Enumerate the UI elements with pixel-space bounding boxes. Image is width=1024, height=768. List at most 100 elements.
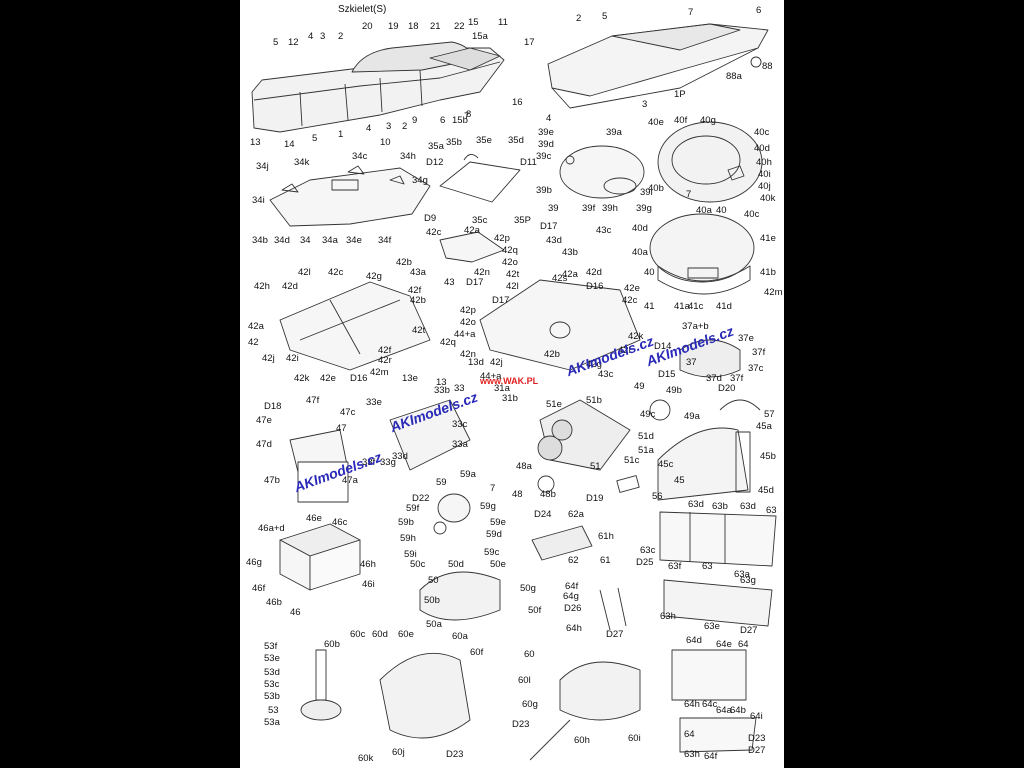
part-number-label: 64e (716, 639, 732, 650)
part-number-label: 42a (464, 225, 480, 236)
part-number-label: 33a (452, 439, 468, 450)
part-number-label: 43d (546, 235, 562, 246)
part-number-label: 53b (264, 691, 280, 702)
part-number-label: 43c (598, 369, 614, 380)
part-number-label: D11 (520, 157, 537, 168)
part-number-label: 8 (466, 109, 472, 120)
part-number-label: 22 (454, 21, 465, 32)
part-number-label: 7 (688, 7, 694, 18)
part-number-label: 40i (758, 169, 771, 180)
part-number-label: 42i (618, 345, 631, 356)
part-number-label: 42b (410, 295, 426, 306)
part-number-label: 42k (628, 331, 644, 342)
part-number-label: 41 (644, 301, 655, 312)
part-number-label: 64c (702, 699, 718, 710)
part-number-label: 33c (452, 419, 468, 430)
part-number-label: 41a (674, 301, 690, 312)
part-number-label: 34b (252, 235, 268, 246)
part-number-label: 40k (760, 193, 776, 204)
part-number-label: 63e (704, 621, 720, 632)
part-number-label: 47c (340, 407, 356, 418)
part-number-label: 2 (576, 13, 582, 24)
part-number-label: 31a (494, 383, 510, 394)
part-number-label: 59e (490, 517, 506, 528)
panel-34-drawing (269, 165, 431, 227)
part-number-label: 48a (516, 461, 532, 472)
part-number-label: 59d (486, 529, 502, 540)
part-number-label: D17 (466, 277, 484, 288)
part-number-label: 45d (758, 485, 774, 496)
part-number-label: 64f (565, 581, 579, 592)
part-number-label: 41c (688, 301, 704, 312)
part-number-label: 64i (750, 711, 763, 722)
part-number-label: 33b (434, 385, 450, 396)
part-number-label: 39g (636, 203, 652, 214)
part-number-label: 50e (490, 559, 506, 570)
part-37-drawing (679, 339, 741, 378)
part-number-label: 39f (582, 203, 596, 214)
part-number-label: 42a (562, 269, 578, 280)
part-number-label: 16 (512, 97, 523, 108)
part-48-drawing (537, 475, 555, 493)
part-number-label: 64h (566, 623, 582, 634)
part-number-label: 46f (252, 583, 266, 594)
part-number-label: 42n (474, 267, 490, 278)
part-number-label: D12 (426, 157, 444, 168)
part-number-label: 42e (320, 373, 336, 384)
part-number-label: 46c (332, 517, 348, 528)
part-number-label: 34 (300, 235, 311, 246)
turret-41-drawing (649, 213, 755, 295)
part-number-label: 60i (628, 733, 641, 744)
part-number-label: 61h (598, 531, 614, 542)
part-number-label: 42l (298, 267, 311, 278)
part-number-label: 39i (640, 187, 653, 198)
part-number-label: 20 (362, 21, 373, 32)
part-number-label: 49 (634, 381, 645, 392)
part-number-label: 60e (398, 629, 414, 640)
part-number-label: 5 (602, 11, 608, 22)
part-60-drawing (379, 652, 641, 761)
part-number-label: 34h (400, 151, 416, 162)
part-number-label: 63d (688, 499, 704, 510)
part-number-label: 63d (740, 501, 756, 512)
part-number-label: 63f (668, 561, 682, 572)
part-number-label: 59h (400, 533, 416, 544)
track-61-drawing (531, 525, 593, 561)
part-number-label: D17 (492, 295, 510, 306)
part-number-label: 63g (740, 575, 756, 586)
part-number-label: 9 (412, 115, 418, 126)
part-number-label: 63b (712, 501, 728, 512)
part-number-label: 59f (406, 503, 420, 514)
part-number-label: 15a (472, 31, 488, 42)
part-number-label: 40d (632, 223, 648, 234)
part-number-label: 40j (758, 181, 771, 192)
part-number-label: 47b (264, 475, 280, 486)
part-number-label: 41e (760, 233, 776, 244)
part-number-label: 35c (472, 215, 488, 226)
part-number-label: 49b (666, 385, 682, 396)
part-number-label: 4 (546, 113, 552, 124)
part-number-label: 5 (273, 37, 279, 48)
part-number-label: D17 (540, 221, 558, 232)
part-number-label: 39h (602, 203, 618, 214)
part-number-label: 42t (412, 325, 426, 336)
part-number-label: 3 (386, 121, 392, 132)
part-number-label: 33g (380, 457, 396, 468)
part-number-label: 56 (652, 491, 663, 502)
part-number-label: 34j (256, 161, 269, 172)
part-50-drawing (419, 571, 501, 621)
part-number-label: 13e (402, 373, 418, 384)
plate-42-drawing (279, 281, 431, 371)
part-number-label: D16 (350, 373, 368, 384)
part-number-label: 60h (574, 735, 590, 746)
part-number-label: 40c (744, 209, 760, 220)
part-number-label: 43c (596, 225, 612, 236)
part-number-label: D24 (534, 509, 552, 520)
part-number-label: 37c (748, 363, 764, 374)
part-number-label: 51b (586, 395, 602, 406)
part-number-label: 39e (538, 127, 554, 138)
part-number-label: 47f (306, 395, 320, 406)
part-number-label: 40h (756, 157, 772, 168)
part-56-drawing (616, 475, 640, 493)
part-number-label: D19 (586, 493, 604, 504)
